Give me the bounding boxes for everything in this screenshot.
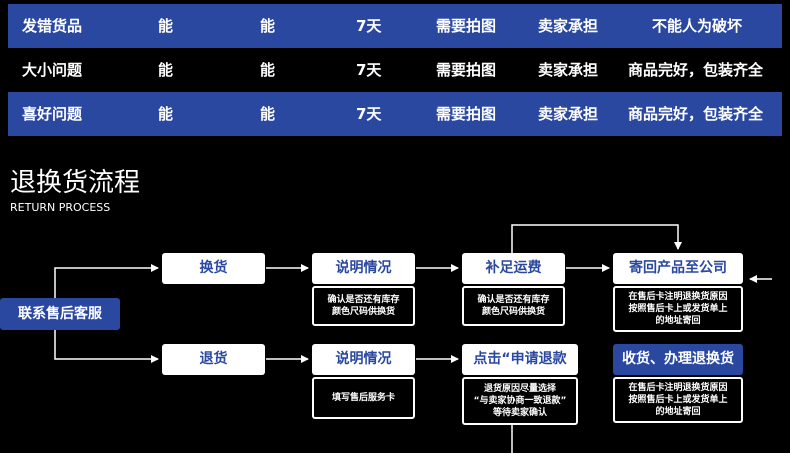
connector-line (54, 330, 159, 363)
explain-situation-node: 说明情况 (312, 253, 415, 284)
table-cell: 大小问题 (22, 61, 83, 79)
table-cell: 7天 (356, 17, 382, 35)
note-line: 按照售后卡上或发货单上 (628, 304, 728, 314)
table-cell: 需要拍图 (436, 61, 497, 79)
note-line: 的地址寄回 (655, 316, 701, 326)
table-cell: 卖家承担 (538, 17, 599, 35)
note-line: “与卖家协商一致退款” (473, 396, 567, 406)
table-cell: 能 (158, 61, 174, 79)
table-cell: 能 (158, 17, 174, 35)
table-row: 大小问题 能 能 7天 需要拍图 卖家承担 商品完好，包装齐全 (8, 48, 782, 92)
table-cell: 卖家承担 (538, 105, 599, 123)
note-line: 确认是否还有库存 (477, 295, 550, 305)
exchange-node: 换货 (162, 253, 265, 284)
table-cell: 卖家承担 (538, 61, 599, 79)
add-shipping-node: 补足运费 (462, 253, 565, 284)
table-cell: 7天 (356, 61, 382, 79)
contact-service-node: 联系售后客服 (0, 298, 120, 330)
fill-card-note: 填写售后服务卡 (312, 377, 415, 419)
note-line: 在售后卡注明退换货原因 (628, 383, 728, 393)
table-cell: 能 (260, 105, 276, 123)
send-back-note: 在售后卡注明退换货原因 按照售后卡上或发货单上 的地址寄回 (613, 286, 743, 332)
note-line: 按照售后卡上或发货单上 (628, 395, 728, 405)
receive-process-note: 在售后卡注明退换货原因 按照售后卡上或发货单上 的地址寄回 (613, 377, 743, 423)
receive-process-node: 收货、办理退换货 (613, 344, 743, 375)
note-line: 退货原因尽量选择 (483, 384, 556, 394)
section-title: 退换货流程 (10, 168, 141, 198)
connector-line (511, 224, 682, 253)
table-cell: 7天 (356, 105, 382, 123)
note-line: 等待卖家确认 (492, 408, 547, 418)
apply-refund-node: 点击“申请退款 (462, 344, 578, 375)
add-shipping-note: 确认是否还有库存 颜色尺码供换货 (462, 286, 565, 326)
note-line: 在售后卡注明退换货原因 (628, 292, 728, 302)
note-line: 确认是否还有库存 (327, 295, 400, 305)
table-cell: 商品完好，包装齐全 (628, 105, 764, 123)
note-line: 填写售后服务卡 (331, 393, 395, 403)
note-line: 的地址寄回 (655, 407, 701, 417)
table-cell: 需要拍图 (436, 17, 497, 35)
table-cell: 能 (158, 105, 174, 123)
section-subtitle: RETURN PROCESS (10, 201, 111, 214)
connector-line (54, 264, 159, 298)
table-cell: 发错货品 (22, 17, 83, 35)
note-line: 颜色尺码供换货 (331, 307, 395, 317)
send-back-node: 寄回产品至公司 (613, 253, 743, 284)
explain-situation-node: 说明情况 (312, 344, 415, 375)
return-node: 退货 (162, 344, 265, 375)
table-cell: 能 (260, 61, 276, 79)
apply-refund-note: 退货原因尽量选择 “与卖家协商一致退款” 等待卖家确认 (462, 377, 578, 425)
table-cell: 不能人为破坏 (652, 17, 743, 35)
table-cell: 需要拍图 (436, 105, 497, 123)
table-row: 发错货品 能 能 7天 需要拍图 卖家承担 不能人为破坏 (8, 4, 782, 48)
table-row: 喜好问题 能 能 7天 需要拍图 卖家承担 商品完好，包装齐全 (8, 92, 782, 136)
table-cell: 商品完好，包装齐全 (628, 61, 764, 79)
explain-note: 确认是否还有库存 颜色尺码供换货 (312, 286, 415, 326)
table-cell: 喜好问题 (22, 105, 83, 123)
table-cell: 能 (260, 17, 276, 35)
note-line: 颜色尺码供换货 (481, 307, 545, 317)
